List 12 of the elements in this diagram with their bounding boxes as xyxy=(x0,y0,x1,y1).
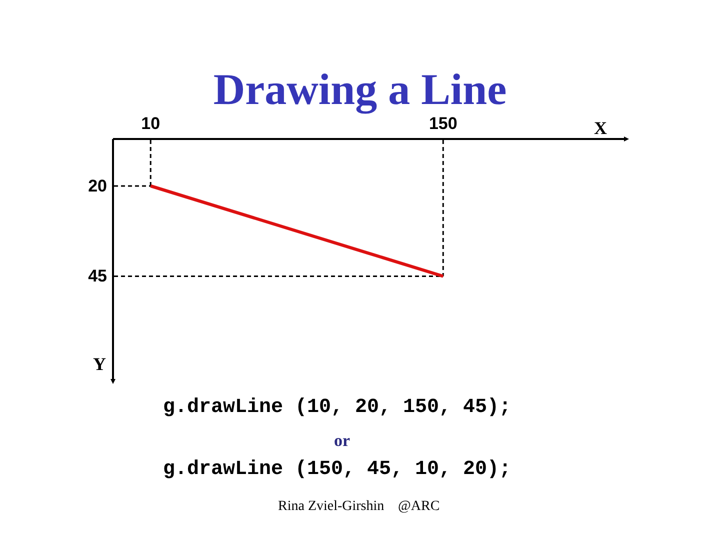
code-line: g.drawLine (10, 20, 150, 45); xyxy=(163,398,512,418)
axis-title: X xyxy=(594,119,607,137)
axis-tick-label: 150 xyxy=(428,115,458,132)
connector-word: or xyxy=(334,432,350,449)
footer-credit: @ARC xyxy=(398,500,440,514)
title: Drawing a Line xyxy=(213,68,507,112)
axis-tick-label: 45 xyxy=(88,268,107,285)
axis-tick-label: 10 xyxy=(141,115,160,132)
footer-credit: Rina Zviel-Girshin xyxy=(278,500,384,514)
code-line: g.drawLine (150, 45, 10, 20); xyxy=(163,460,512,480)
axis-title: Y xyxy=(93,355,106,373)
axis-tick-label: 20 xyxy=(88,177,107,194)
